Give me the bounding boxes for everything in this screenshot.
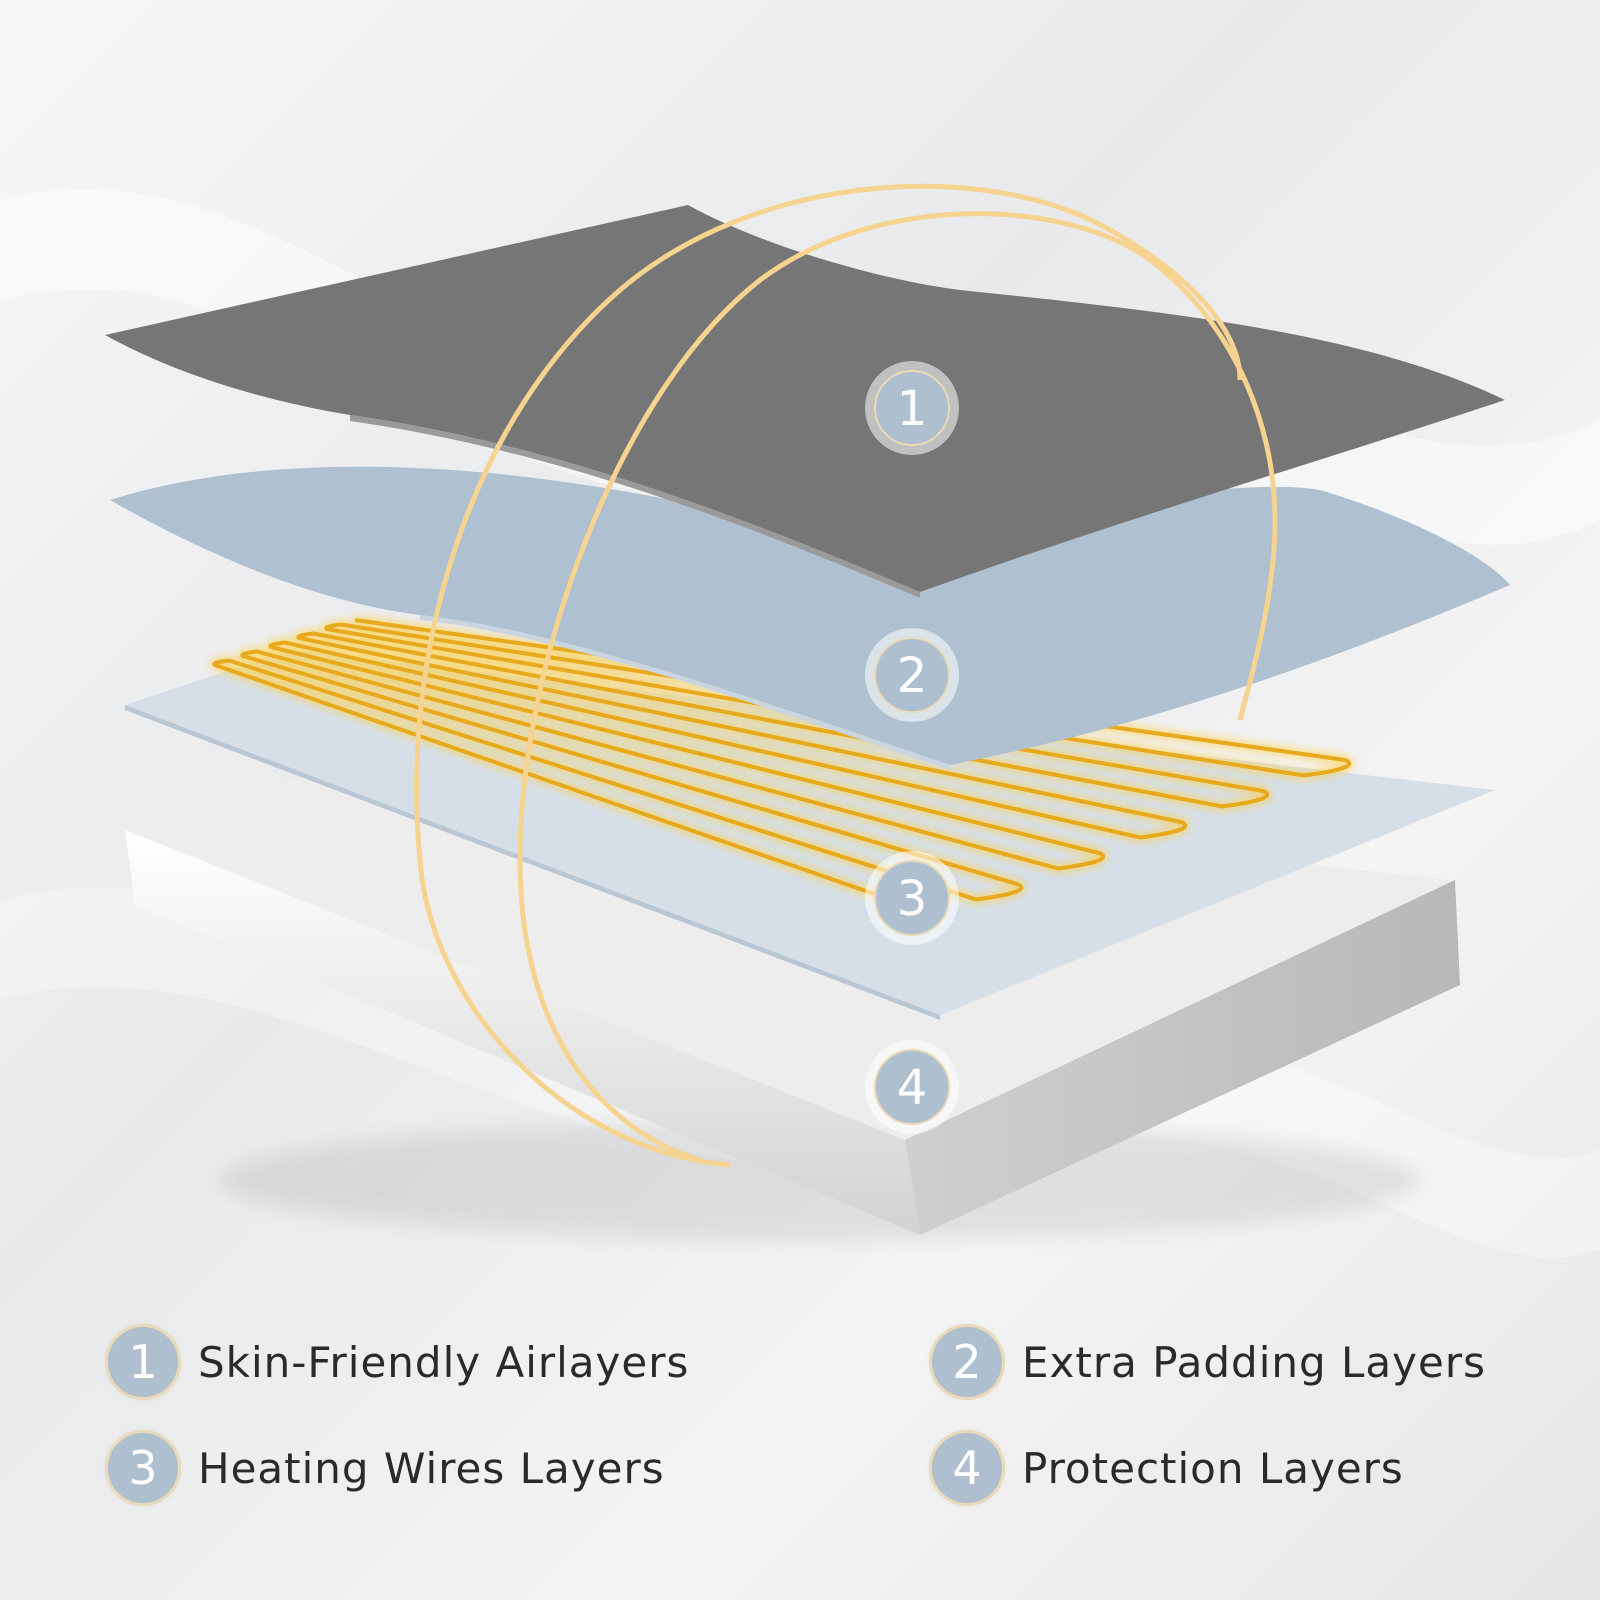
cable-loop-graphic [414, 183, 1278, 1168]
layer-marker-3: 3 [865, 851, 959, 945]
legend-item-2: 2 Extra Padding Layers [932, 1322, 1486, 1402]
layer-marker-number: 2 [897, 648, 928, 704]
legend-badge-4: 4 [932, 1433, 1002, 1503]
legend-badge-1: 1 [108, 1327, 178, 1397]
heating-wire-graphic [209, 615, 1355, 920]
layer-marker-1: 1 [865, 361, 959, 455]
legend-label-2: Extra Padding Layers [1022, 1337, 1486, 1387]
legend-label-1: Skin-Friendly Airlayers [198, 1337, 690, 1387]
legend-badge-2: 2 [932, 1327, 1002, 1397]
legend-badge-3: 3 [108, 1433, 178, 1503]
legend-label-4: Protection Layers [1022, 1443, 1404, 1493]
wire-line [212, 618, 1352, 917]
layer-marker-number: 4 [897, 1060, 928, 1116]
legend-label-3: Heating Wires Layers [198, 1443, 665, 1493]
layer-marker-2: 2 [865, 628, 959, 722]
legend-item-1: 1 Skin-Friendly Airlayers [108, 1322, 689, 1402]
layer-marker-number: 1 [897, 381, 928, 437]
legend-item-3: 3 Heating Wires Layers [108, 1428, 665, 1508]
legend-item-4: 4 Protection Layers [932, 1428, 1404, 1508]
top-layer [105, 205, 1505, 598]
layer-marker-4: 4 [865, 1040, 959, 1134]
layer-marker-number: 3 [897, 871, 928, 927]
